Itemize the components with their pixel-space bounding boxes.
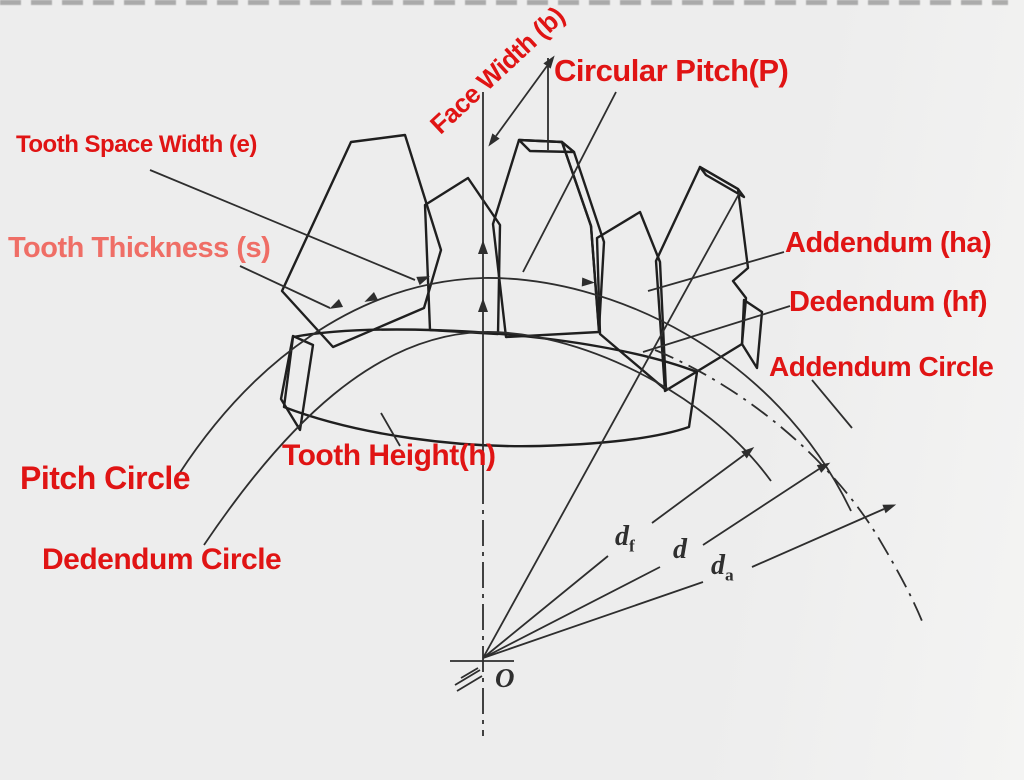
center-hatch-marks bbox=[454, 667, 483, 692]
tooth-height-leader bbox=[380, 412, 401, 447]
label-dedendum-circle: Dedendum Circle bbox=[42, 543, 282, 576]
dim-label-d: d bbox=[673, 534, 687, 565]
dim-label-da: da bbox=[711, 550, 734, 585]
dim-label-df: df bbox=[615, 521, 635, 556]
top-dashed-border bbox=[0, 0, 1008, 5]
gear-tooth-left bbox=[280, 133, 443, 349]
dedendum-leader bbox=[642, 305, 791, 353]
gear-rim bbox=[282, 328, 699, 448]
circular-pitch-leader bbox=[522, 91, 617, 273]
gear-back-tooth-right bbox=[595, 210, 668, 392]
label-addendum: Addendum (ha) bbox=[785, 227, 992, 259]
addendum-circle-leader bbox=[811, 379, 853, 429]
gear-tooth-right bbox=[654, 165, 750, 393]
pitch-circle-arc bbox=[178, 277, 852, 512]
label-tooth-height: Tooth Height(h) bbox=[282, 439, 496, 472]
radius-ray-d bbox=[482, 462, 831, 659]
pitch-arc-arrows bbox=[329, 276, 595, 309]
tooth-space-leader bbox=[149, 169, 416, 281]
tooth-height-arrow-lower bbox=[478, 298, 488, 312]
gear-rim-end-face bbox=[279, 334, 315, 432]
tooth-height-arrow-upper bbox=[478, 240, 488, 254]
label-circular-pitch: Circular Pitch(P) bbox=[554, 53, 789, 88]
center-point-label: O bbox=[495, 663, 515, 693]
radius-ray-da bbox=[482, 504, 897, 659]
ray-to-tooth-tip bbox=[482, 191, 741, 659]
radius-ray-df bbox=[482, 446, 755, 659]
face-width-arrow bbox=[488, 55, 555, 147]
gear-tooth-middle bbox=[491, 138, 601, 339]
label-tooth-space-width: Tooth Space Width (e) bbox=[16, 131, 257, 158]
label-tooth-thickness: Tooth Thickness (s) bbox=[8, 232, 271, 264]
label-dedendum: Dedendum (hf) bbox=[789, 286, 988, 318]
label-pitch-circle: Pitch Circle bbox=[20, 460, 191, 496]
tooth-thickness-leader bbox=[239, 265, 331, 309]
gear-back-tooth-left bbox=[423, 176, 502, 336]
addendum-leader bbox=[647, 251, 785, 292]
label-addendum-circle: Addendum Circle bbox=[769, 351, 994, 382]
